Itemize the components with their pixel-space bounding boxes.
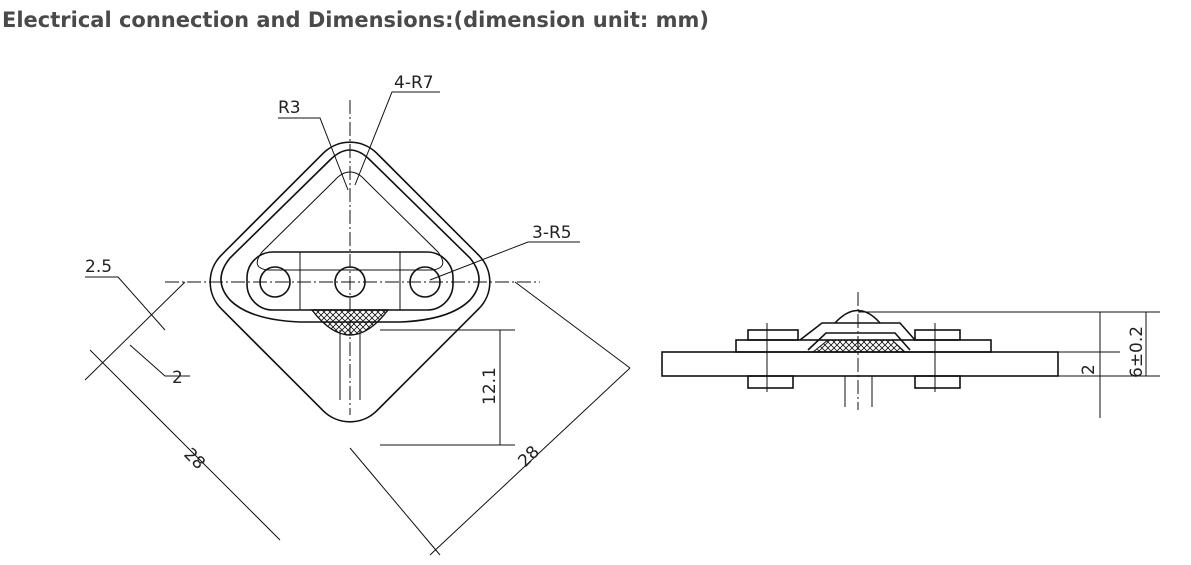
sensor-hatch-side [811, 339, 907, 353]
label-28-right: 28 [514, 442, 543, 471]
label-2: 2 [172, 368, 183, 388]
label-height: 6±0.2 [1127, 326, 1147, 378]
label-2-5: 2.5 [85, 257, 112, 277]
page-title: Electrical connection and Dimensions:(di… [2, 8, 709, 32]
base-plate [661, 351, 1059, 377]
front-view [84, 91, 631, 556]
label-r3: R3 [278, 98, 301, 118]
label-28-left: 28 [179, 444, 208, 473]
dimension-labels: R3 4-R7 3-R5 2.5 2 12.1 28 28 2 6±0.2 [85, 73, 1147, 474]
label-12-1: 12.1 [480, 367, 500, 405]
side-view [661, 292, 1160, 418]
outer-outline [209, 141, 491, 423]
label-4-r7: 4-R7 [394, 73, 434, 93]
label-3-r5: 3-R5 [532, 223, 572, 243]
label-thickness: 2 [1079, 364, 1099, 375]
